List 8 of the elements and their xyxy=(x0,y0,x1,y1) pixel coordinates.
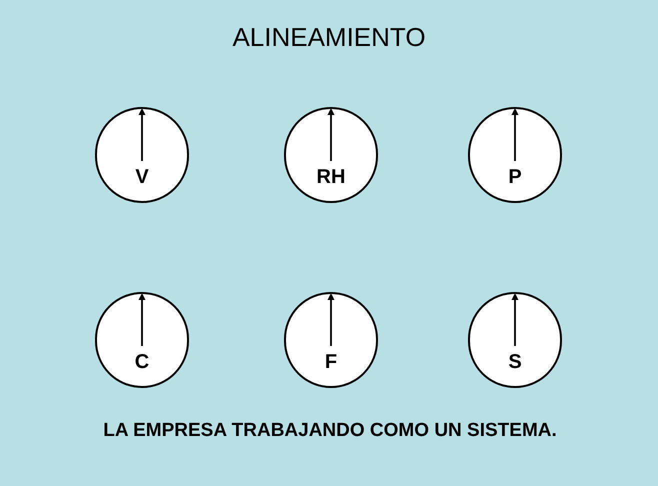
gauge-letter: RH xyxy=(316,167,346,187)
gauge-letter: C xyxy=(134,352,150,372)
gauge-letter: F xyxy=(324,352,338,372)
gauge-letter: S xyxy=(507,352,523,372)
caption: LA EMPRESA TRABAJANDO COMO UN SISTEMA. xyxy=(102,419,558,443)
title: ALINEAMIENTO xyxy=(231,21,427,54)
gauge-letter: P xyxy=(507,167,523,187)
gauge-letter: V xyxy=(134,167,150,187)
